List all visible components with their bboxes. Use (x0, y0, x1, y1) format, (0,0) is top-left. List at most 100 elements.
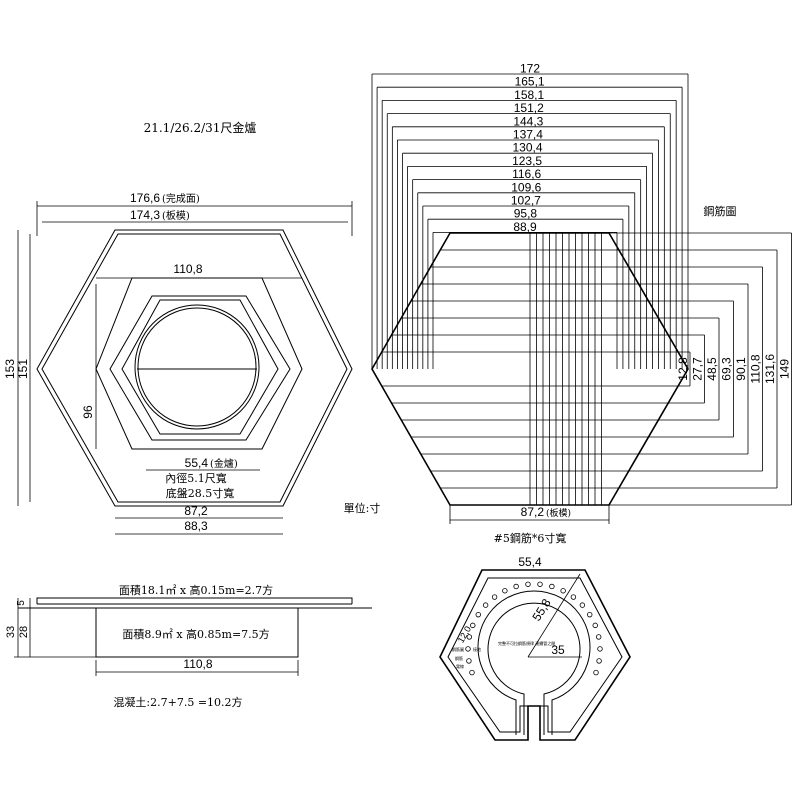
height-inner-value: 151 (16, 359, 30, 379)
rebar-hole (466, 658, 472, 664)
rebar-right-dim-value: 110,8 (749, 354, 763, 383)
rebar-hole (470, 622, 476, 629)
rebar-hole (579, 602, 586, 608)
rebar-right-dim-value: 131,6 (763, 354, 777, 384)
rebar-hole (466, 634, 473, 640)
rebar-top-dim-value: 137,4 (513, 128, 543, 142)
width-finished-note: (完成面) (162, 192, 200, 205)
rebar-hole (592, 622, 598, 629)
rebar-horizontal-bars (381, 232, 792, 506)
furnace-base-plan: 55,4 55,8 35 12,0 完整不可拉鋼筋規律 連續管之間 鋼筋圖 鋼筋… (439, 555, 631, 741)
rebar-top-dim-value: 144,3 (513, 114, 543, 128)
rebar-hole (597, 646, 603, 652)
rebar-hole (560, 588, 566, 594)
section-bottom-width: 110,8 (183, 657, 212, 671)
base-plate-label: 底盤28.5寸寬 (166, 486, 235, 500)
width-formwork-note: (板模) (162, 209, 190, 222)
drawing-title: 21.1/26.2/31尺金爐 (144, 120, 257, 135)
rebar-right-dim-value: 90,1 (734, 357, 748, 381)
upper-slab-calc: 面積18.1㎡ x 高0.15m=2.7方 (119, 583, 273, 597)
upper-slab (36, 597, 353, 604)
furnace-circle-inner (137, 307, 257, 427)
rebar-hole (587, 611, 593, 618)
base-outer-outline (439, 569, 631, 741)
unit-label: 單位:寸 (344, 501, 381, 515)
rebar-right-dim-value: 12,8 (676, 357, 690, 381)
dim-28-value: 28 (18, 626, 30, 638)
rebar-top-dim-value: 165,1 (515, 75, 545, 89)
rebar-hole (595, 634, 602, 640)
height-outer-value: 153 (3, 359, 17, 379)
inner-width-value: 110,8 (173, 262, 202, 276)
inner-height-value: 96 (81, 405, 95, 419)
plan-radius-value: 35 (551, 643, 565, 657)
inner-hexagon-1 (95, 277, 303, 450)
lower-block (95, 608, 299, 658)
rebar-hole (549, 583, 555, 590)
rebar-hole (525, 581, 531, 587)
furnace-width-value: 55,4 (185, 456, 209, 470)
plan-note-3: 鋼筋 (455, 655, 463, 661)
rebar-top-dim-value: 95,8 (514, 207, 538, 221)
rebar-top-dim-value: 88,9 (513, 220, 537, 234)
section-view: 面積18.1㎡ x 高0.15m=2.7方 面積8.9㎡ x 高0.85m=7.… (5, 583, 372, 709)
dim-5-value: 5 (16, 600, 27, 606)
base-inner-ring-inner (487, 602, 581, 735)
outer-hexagon (36, 229, 353, 507)
concrete-total: 混凝土:2.7+7.5 =10.2方 (113, 695, 242, 709)
rebar-hole (465, 646, 471, 652)
inner-diameter-label: 內徑5.1尺寬 (165, 471, 227, 485)
rebar-right-dim-value: 48,5 (705, 357, 719, 381)
outer-hexagon-inner-line (41, 233, 348, 503)
plan-diagonal-value: 55,8 (529, 596, 553, 624)
width-formwork-value: 174,3 (130, 208, 160, 222)
rebar-hexagon-plan: 172165,1158,1151,2144,3137,4130,4123,511… (371, 62, 792, 545)
base-inner-ring-outer (477, 590, 591, 735)
dim-33-value: 33 (5, 626, 17, 638)
rebar-hole (482, 602, 489, 608)
rebar-hole (502, 588, 508, 594)
plan-note-4: 電線 (456, 663, 464, 669)
rebar-bottom-width: 87,2 (521, 505, 545, 519)
rebar-hole (570, 594, 577, 600)
rebar-hole (469, 669, 475, 676)
rebar-hole (593, 669, 599, 676)
bottom-width-2-value: 88,3 (184, 519, 208, 533)
width-finished-value: 176,6 (130, 191, 160, 205)
rebar-hole (475, 611, 481, 618)
left-hexagon-plan: 176,6 (完成面) 174,3 (板模) 110,8 153 151 96 … (3, 191, 353, 535)
rebar-bottom-note: (板模) (546, 507, 571, 519)
rebar-top-dim-value: 116,6 (512, 167, 541, 181)
rebar-top-dim-value: 172 (520, 62, 540, 76)
base-inner-outline (447, 577, 623, 733)
rebar-top-dim-value: 123,5 (512, 154, 542, 168)
furnace-width-note: (金爐) (210, 457, 238, 470)
rebar-caption: #5鋼筋*6寸寬 (494, 531, 567, 545)
rebar-top-dimensions: 172165,1158,1151,2144,3137,4130,4123,511… (371, 62, 689, 369)
rebar-right-dim-value: 69,3 (720, 357, 734, 381)
rebar-top-dim-value: 109,6 (511, 180, 541, 194)
rebar-title: 鋼筋圖 (704, 204, 737, 218)
inner-hexagon-3 (121, 299, 279, 435)
rebar-right-dim-value: 27,7 (691, 357, 705, 381)
bottom-width-1-value: 87,2 (184, 504, 208, 518)
rebar-hole (513, 583, 519, 590)
plan-note-5: 接地 (473, 646, 481, 652)
rebar-top-dim-value: 102,7 (511, 194, 541, 208)
rebar-vertical-bars (529, 233, 602, 505)
rebar-hole (537, 581, 543, 587)
lower-block-calc: 面積8.9㎡ x 高0.85m=7.5方 (122, 627, 269, 641)
plan-diagonal-line (527, 573, 581, 658)
rebar-top-dim-value: 130,4 (512, 141, 542, 155)
rebar-top-dim-value: 158,1 (514, 88, 544, 102)
furnace-circle-outer (134, 304, 260, 430)
plan-note-2: 鋼筋圖 (452, 646, 464, 652)
plan-top-width: 55,4 (518, 555, 542, 569)
inner-hexagon-2 (109, 295, 291, 441)
rebar-hole (491, 594, 498, 600)
rebar-top-dim-value: 151,2 (514, 101, 544, 115)
rebar-right-dim-value: 149 (778, 359, 792, 379)
